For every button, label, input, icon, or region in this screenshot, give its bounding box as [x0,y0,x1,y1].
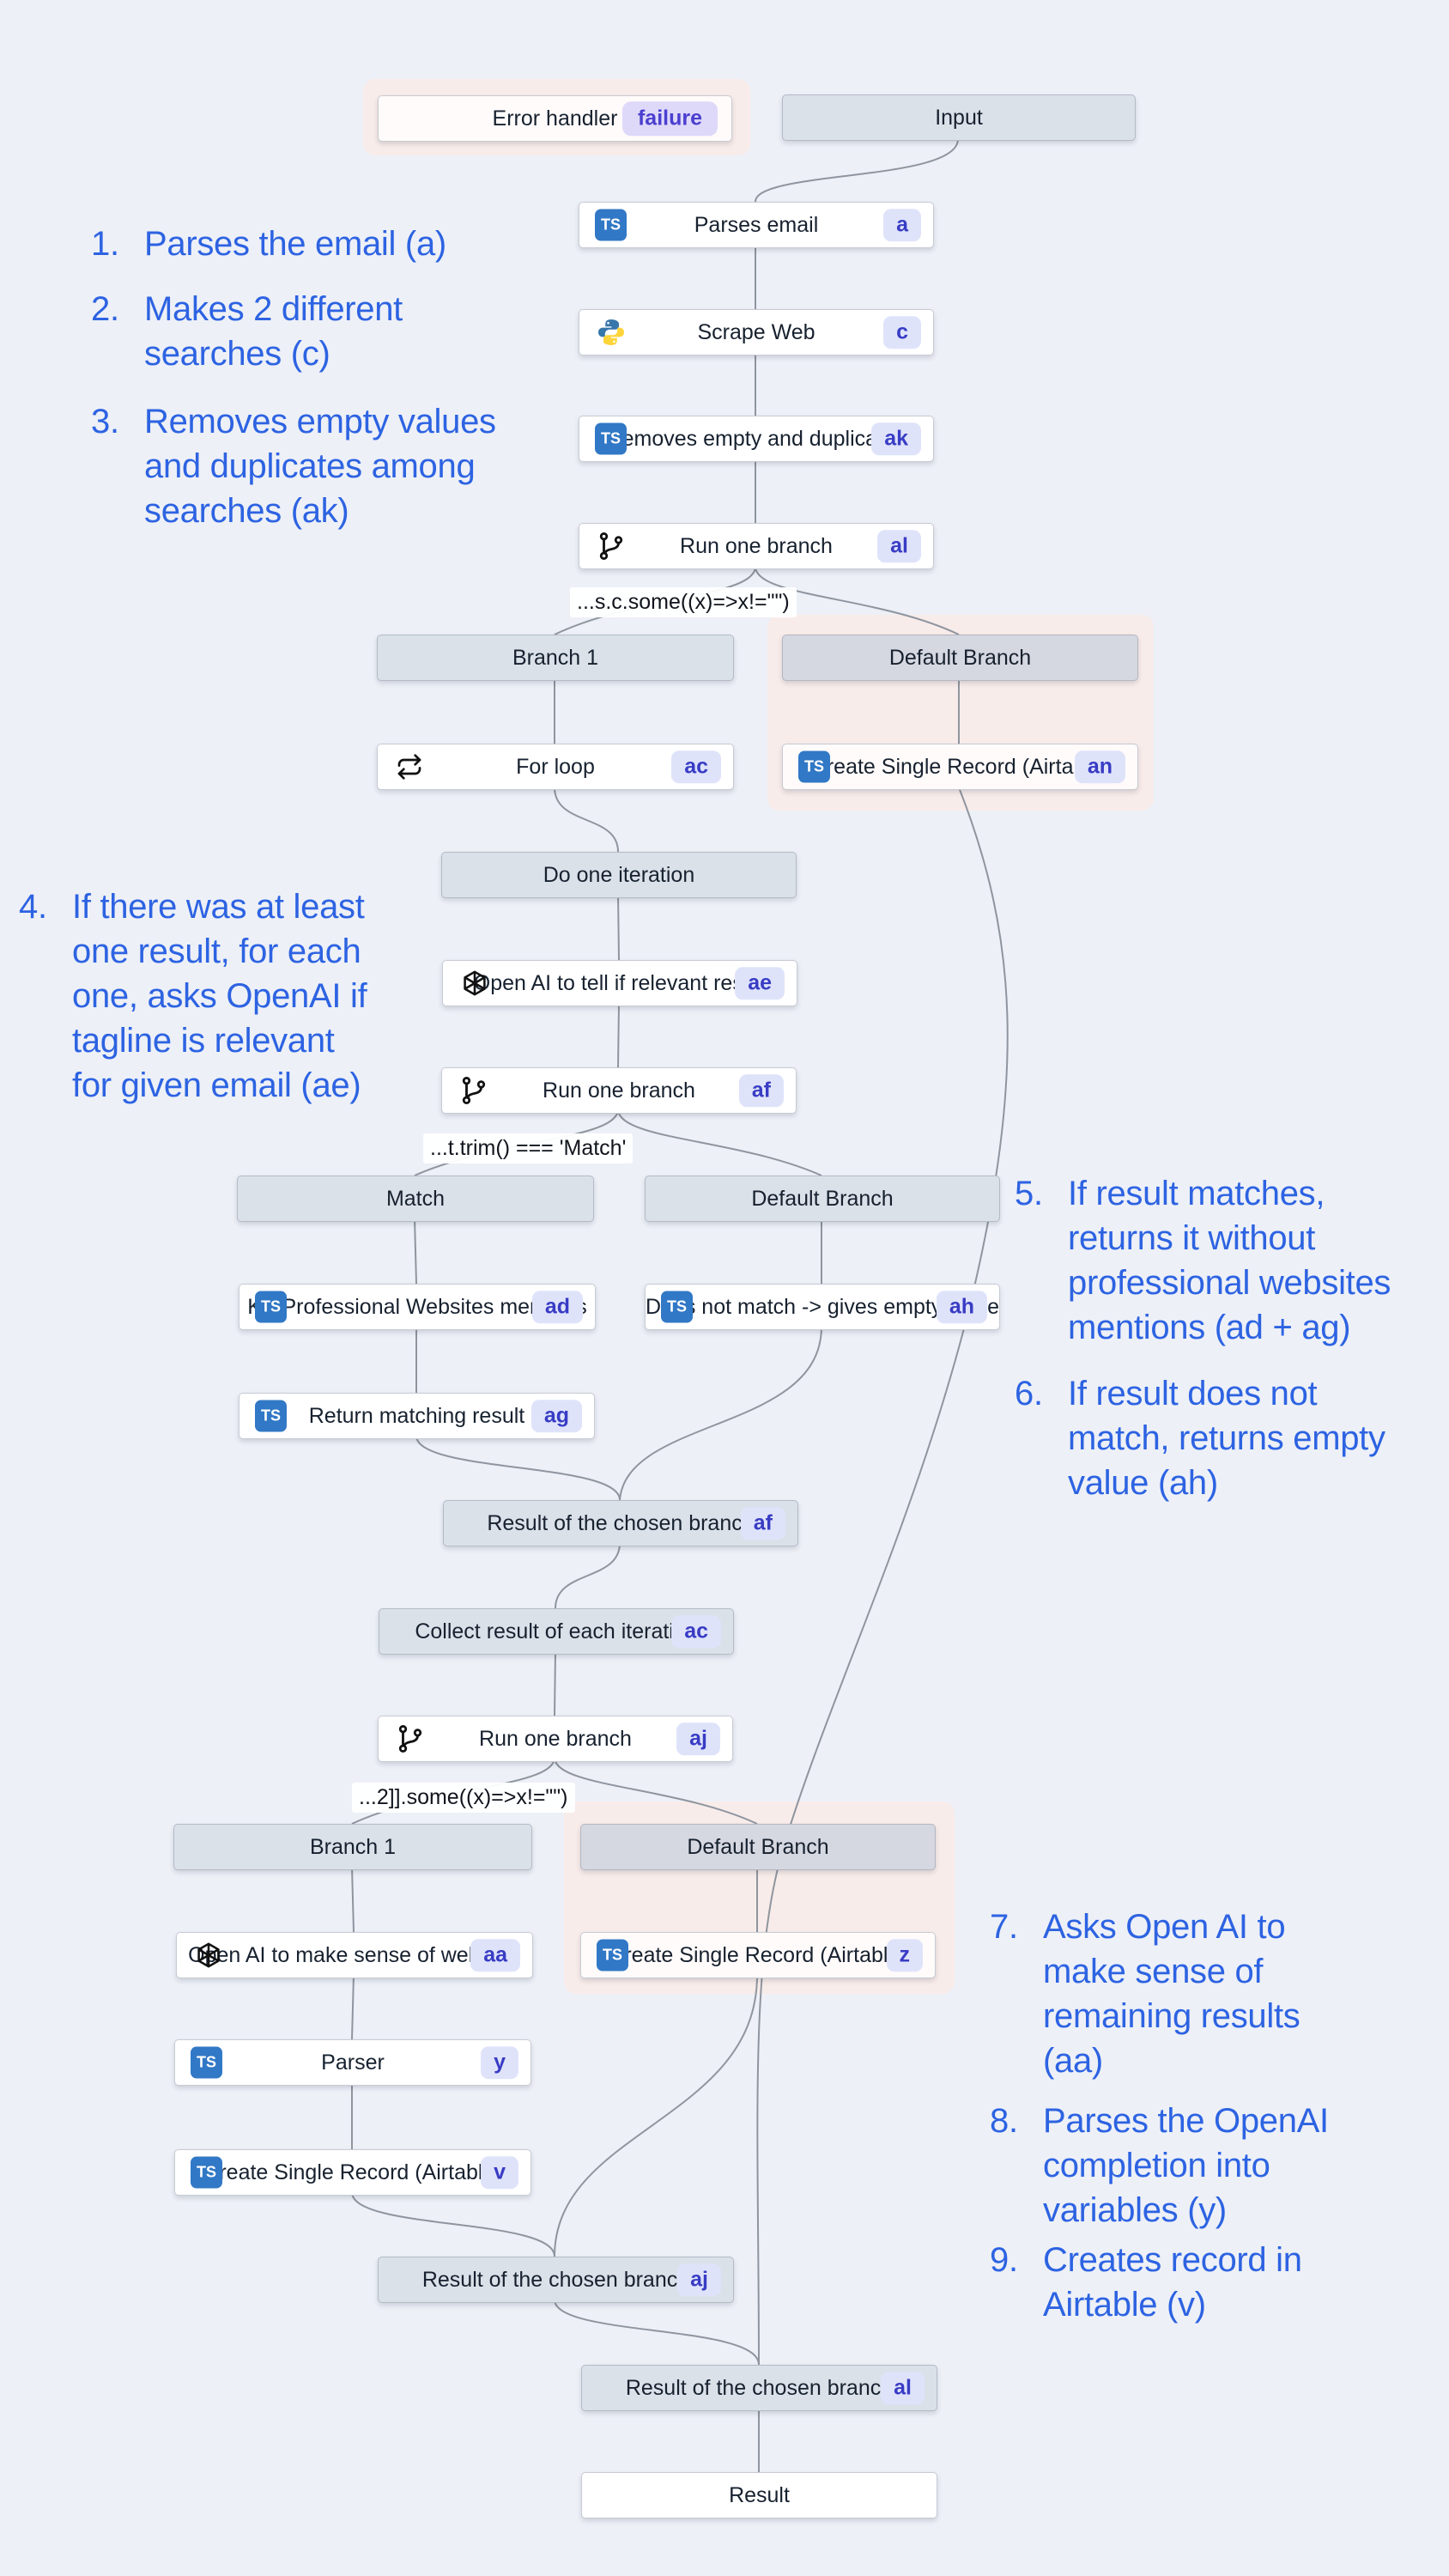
node-result[interactable]: Result [581,2472,937,2518]
node-branch1-bottom[interactable]: Branch 1 [173,1824,532,1870]
node-return-matching[interactable]: TS Return matching result ag [239,1393,595,1439]
node-default-branch-mid[interactable]: Default Branch [645,1176,1000,1222]
failure-badge: failure [621,101,718,136]
node-run-one-branch-af[interactable]: Run one branch af [441,1067,797,1114]
annotation-text: Parses the email (a) [144,225,446,263]
node-default-branch-bottom[interactable]: Default Branch [580,1824,936,1870]
node-default-branch-top[interactable]: Default Branch [782,635,1138,681]
node-input[interactable]: Input [782,94,1136,141]
node-label: Error handler [492,106,618,131]
branch-icon [458,1074,490,1107]
typescript-icon: TS [191,2156,222,2189]
annotation-6: 6. If result does not match, returns emp… [1015,1375,1385,1502]
branch-icon [394,1722,427,1755]
node-do-one-iteration[interactable]: Do one iteration [441,852,797,898]
typescript-icon: TS [597,1939,628,1971]
node-does-not-match[interactable]: TS Does not match -> gives empty value a… [645,1284,1000,1330]
annotation-9: 9. Creates record in Airtable (v) [990,2241,1302,2324]
node-create-record-z[interactable]: TS Create Single Record (Airtable) z [580,1932,936,1978]
condition-label-results: ...2]].some((x)=>x!="") [352,1783,575,1813]
node-scrape-web[interactable]: Scrape Web c [579,309,934,355]
annotation-3: 3. Removes empty values and duplicates a… [91,403,496,530]
node-result-branch-al[interactable]: Result of the chosen branch al [581,2365,937,2411]
node-result-branch-aj[interactable]: Result of the chosen branch aj [378,2257,734,2303]
openai-icon [192,1939,225,1971]
node-run-one-branch-al[interactable]: Run one branch al [579,523,934,569]
node-parses-email[interactable]: TS Parses email a [579,202,934,248]
node-badge: a [883,209,921,241]
condition-label-match: ...t.trim() === 'Match' [423,1133,634,1163]
python-icon [595,316,627,349]
node-create-record-v[interactable]: TS Create Single Record (Airtable) v [174,2149,531,2196]
typescript-icon: TS [798,750,830,783]
node-openai-web-info[interactable]: Open AI to make sense of web info aa [176,1932,533,1978]
annotation-2: 2. Makes 2 different searches (c) [91,290,403,373]
node-parser[interactable]: TS Parser y [174,2039,531,2086]
annotation-5: 5. If result matches, returns it without… [1015,1175,1391,1346]
node-kill-mentions[interactable]: TS Kill Professional Websites mentions a… [239,1284,596,1330]
node-for-loop[interactable]: For loop ac [377,744,734,790]
node-match-branch[interactable]: Match [237,1176,594,1222]
node-run-one-branch-aj[interactable]: Run one branch aj [378,1716,733,1762]
annotation-4: 4. If there was at least one result, for… [19,888,367,1104]
openai-icon [458,967,491,999]
node-error-handler[interactable]: Error handler failure [378,95,732,142]
node-removes-empty[interactable]: TS Removes empty and duplicates ak [579,416,934,462]
typescript-icon: TS [595,422,627,455]
node-create-record-an[interactable]: TS Create Single Record (Airtable) an [782,744,1138,790]
typescript-icon: TS [661,1291,693,1323]
node-branch1-top[interactable]: Branch 1 [377,635,734,681]
condition-label-searches: ...s.c.some((x)=>x!="") [570,587,797,617]
typescript-icon: TS [595,209,627,241]
annotation-7: 7. Asks Open AI to make sense of remaini… [990,1908,1300,2080]
annotation-number: 1. [91,225,119,263]
branch-icon [595,530,627,562]
node-result-branch-af[interactable]: Result of the chosen branch af [443,1500,798,1546]
annotation-1: 1. Parses the email (a) [91,222,446,266]
node-collect-results[interactable]: Collect result of each iteration ac [379,1608,734,1655]
node-openai-relevant[interactable]: Open AI to tell if relevant result ae [442,960,797,1006]
typescript-icon: TS [255,1400,287,1432]
loop-icon [393,750,426,783]
annotation-8: 8. Parses the OpenAI completion into var… [990,2102,1329,2229]
typescript-icon: TS [191,2046,222,2079]
typescript-icon: TS [255,1291,287,1323]
